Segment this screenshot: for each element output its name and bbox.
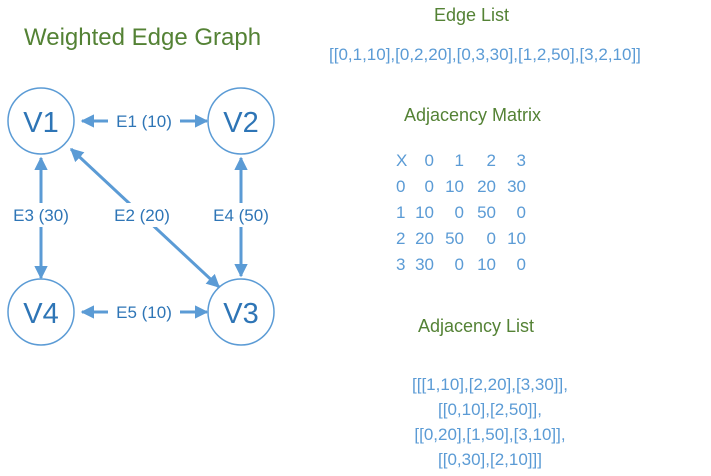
matrix-row: 1 10 0 50 0 — [396, 200, 526, 226]
node-v2 — [207, 87, 275, 155]
node-label-v3: V3 — [223, 298, 258, 330]
matrix-cell: 10 — [477, 255, 496, 274]
matrix-cell: 50 — [445, 229, 464, 248]
matrix-cell: 10 — [445, 177, 464, 196]
edge-label-e2: E2 (20) — [114, 206, 170, 225]
matrix-cell: 0 — [424, 177, 434, 196]
matrix-cell: 50 — [477, 203, 496, 222]
matrix-cell: 1 — [454, 151, 464, 170]
matrix-cell: 30 — [507, 177, 526, 196]
matrix-row: 3 30 0 10 0 — [396, 252, 526, 278]
node-label-v4: V4 — [23, 298, 58, 330]
adjacency-list-heading: Adjacency List — [418, 316, 535, 336]
matrix-cell: X — [396, 151, 408, 170]
matrix-cell: 10 — [507, 229, 526, 248]
matrix-cell: 0 — [454, 255, 464, 274]
adjacency-list-line: [[0,20],[1,50],[3,10]], — [414, 425, 566, 444]
node-v3 — [207, 278, 275, 346]
edge-list-heading: Edge List — [434, 5, 510, 25]
matrix-row: 0 0 10 20 30 — [396, 174, 526, 200]
adjacency-list-line: [[0,10],[2,50]], — [438, 400, 542, 419]
matrix-cell: 1 — [396, 203, 406, 222]
matrix-row: 2 20 50 0 10 — [396, 226, 526, 252]
adjacency-matrix: X 0 1 2 3 0 0 10 20 30 1 10 0 50 0 2 20 … — [396, 148, 526, 278]
adjacency-list-line: [[0,30],[2,10]]] — [438, 450, 542, 469]
matrix-cell: 0 — [486, 229, 496, 248]
graph-title: Weighted Edge Graph — [24, 24, 262, 51]
adjacency-matrix-heading: Adjacency Matrix — [404, 105, 542, 125]
edge-label-e1: E1 (10) — [116, 112, 172, 131]
matrix-cell: 20 — [477, 177, 496, 196]
edge-label-e5: E5 (10) — [116, 303, 172, 322]
matrix-cell: 3 — [396, 255, 406, 274]
adjacency-list-line: [[[1,10],[2,20],[3,30]], — [412, 375, 568, 394]
matrix-cell: 30 — [415, 255, 434, 274]
matrix-cell: 3 — [516, 151, 526, 170]
matrix-cell: 0 — [516, 203, 526, 222]
adjacency-list: [[[1,10],[2,20],[3,30]], [[0,10],[2,50]]… — [380, 372, 600, 472]
matrix-row: X 0 1 2 3 — [396, 148, 526, 174]
edge-label-e3: E3 (30) — [13, 206, 69, 225]
edge-list-value: [[0,1,10],[0,2,20],[0,3,30],[1,2,50],[3,… — [329, 45, 641, 64]
matrix-cell: 0 — [396, 177, 406, 196]
node-label-v2: V2 — [223, 107, 258, 139]
edge-label-e4: E4 (50) — [213, 206, 269, 225]
matrix-cell: 0 — [424, 151, 434, 170]
graph-diagram: E1 (10) E2 (20) E3 (30) E4 (50) E5 (10) … — [6, 87, 276, 346]
node-v1 — [7, 87, 75, 155]
matrix-cell: 10 — [415, 203, 434, 222]
matrix-cell: 2 — [486, 151, 496, 170]
matrix-cell: 2 — [396, 229, 406, 248]
matrix-cell: 20 — [415, 229, 434, 248]
node-label-v1: V1 — [23, 107, 58, 139]
node-v4 — [7, 278, 75, 346]
matrix-cell: 0 — [454, 203, 464, 222]
matrix-cell: 0 — [516, 255, 526, 274]
